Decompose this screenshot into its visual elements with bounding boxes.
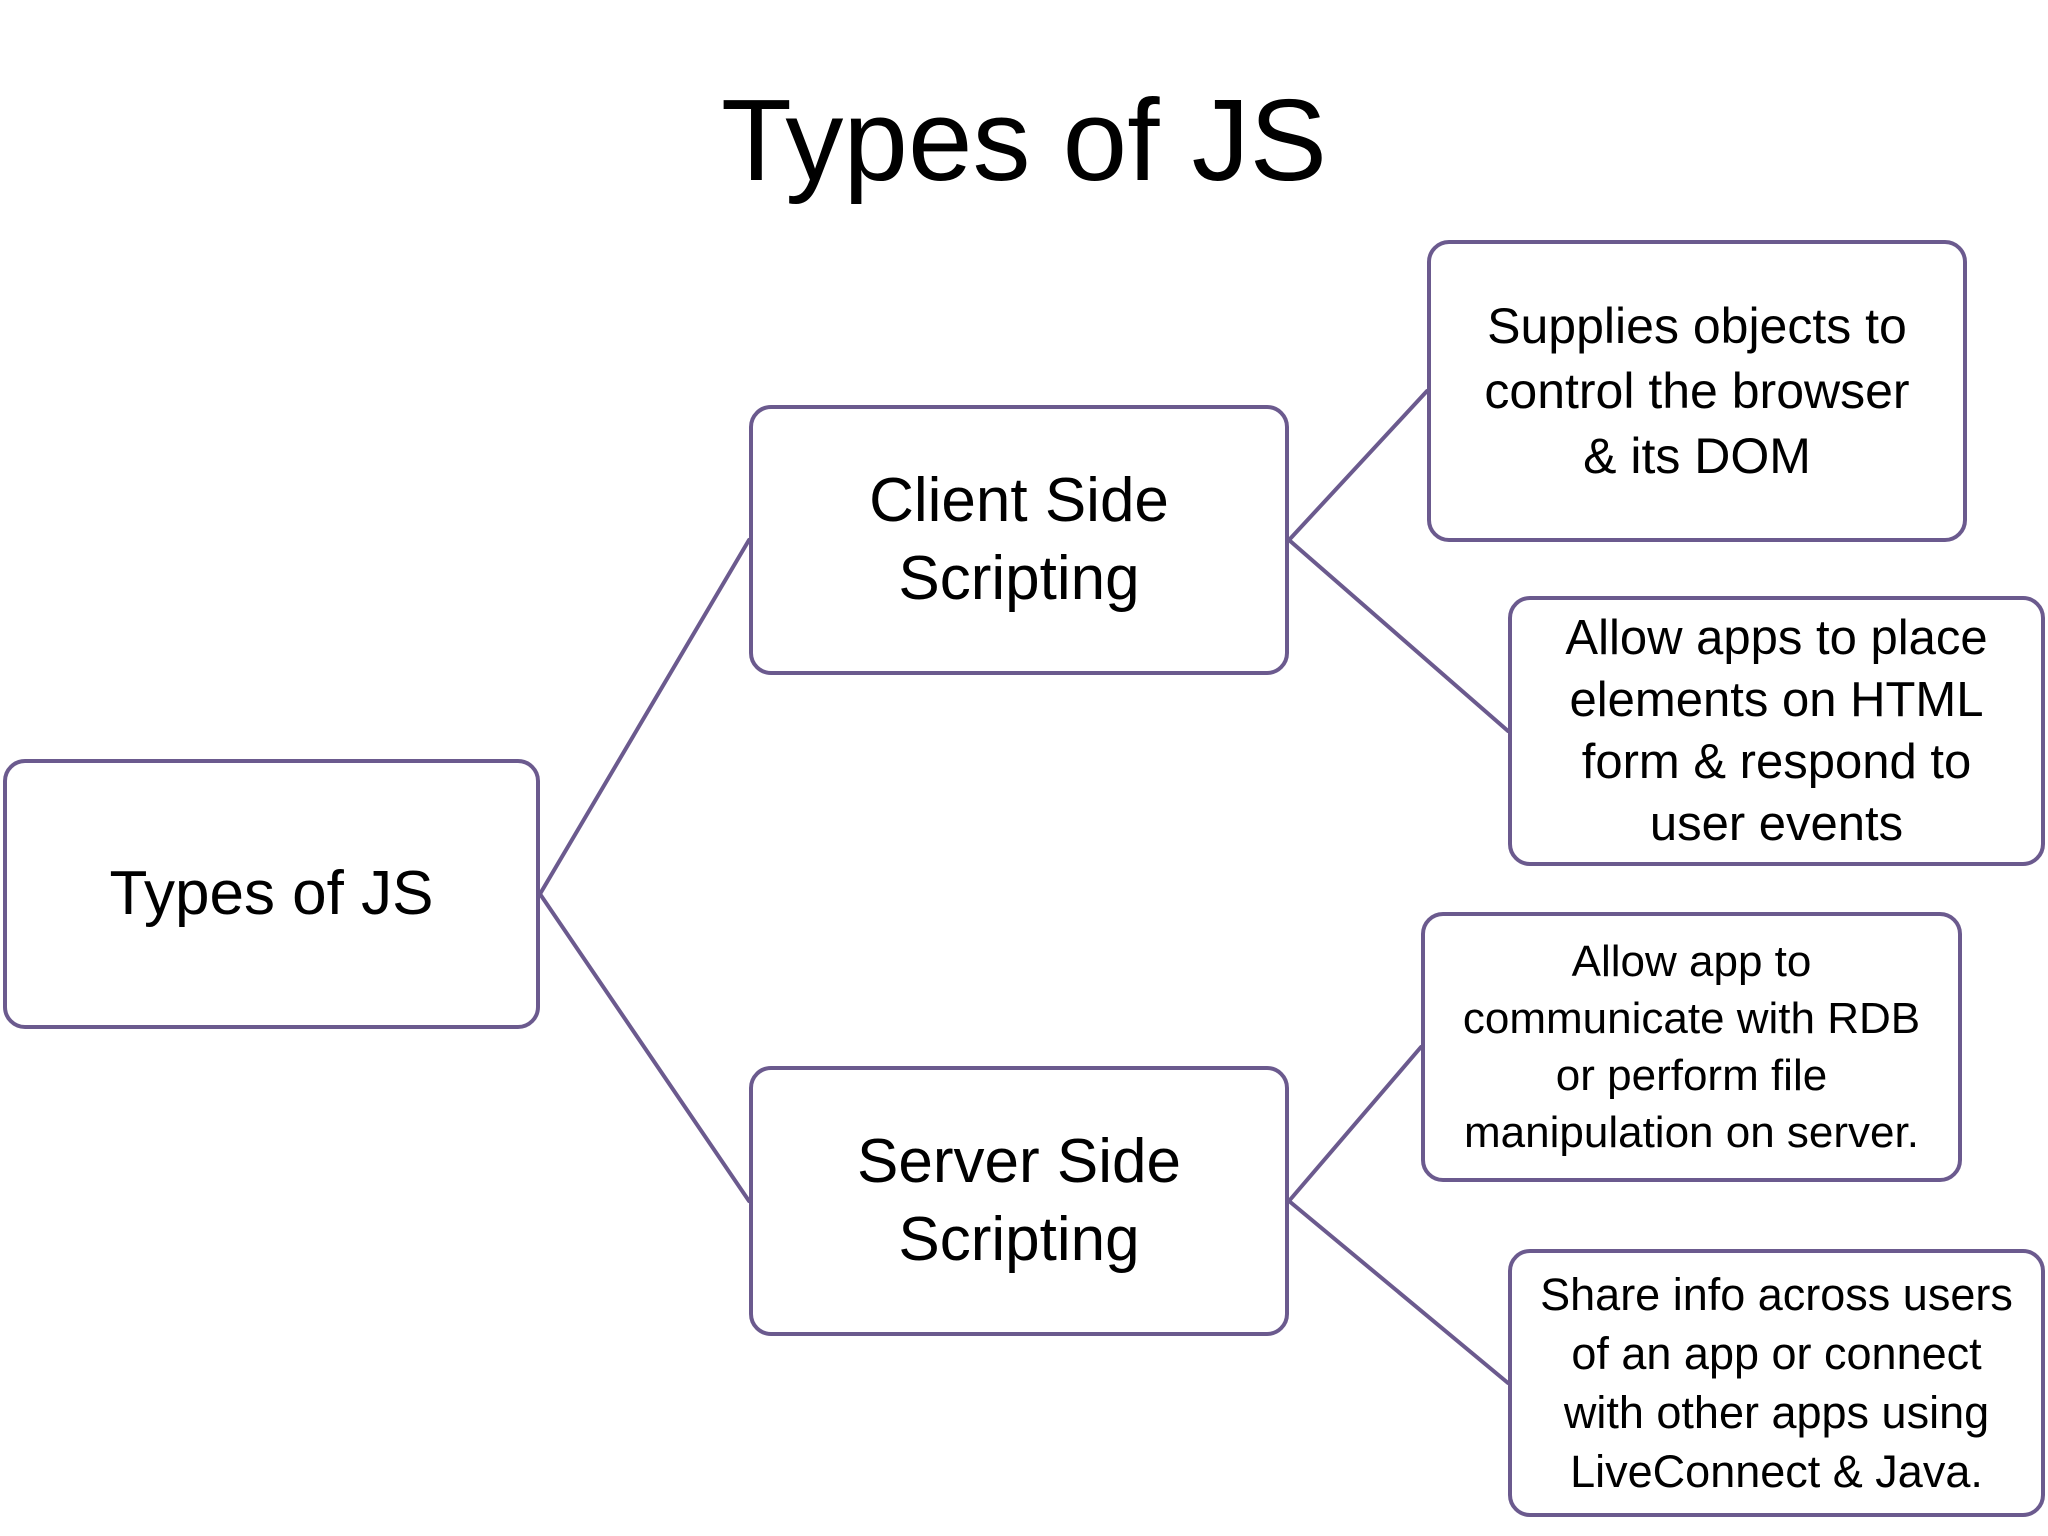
root-node-label: Types of JS <box>109 859 434 928</box>
server-detail-rdb-label: Allow app to communicate with RDB or per… <box>1462 937 1921 1157</box>
client-side-node-label: Client Side Scripting <box>869 466 1169 613</box>
connector-root-to-server <box>538 892 751 1203</box>
client-side-node: Client Side Scripting <box>749 405 1289 675</box>
server-side-node: Server Side Scripting <box>749 1066 1289 1336</box>
client-detail-browser-node: Supplies objects to control the browser … <box>1427 240 1967 542</box>
slide-title: Types of JS <box>720 75 1328 205</box>
connector-root-to-client <box>538 538 751 896</box>
root-node: Types of JS <box>3 759 540 1029</box>
server-detail-share-node: Share info across users of an app or con… <box>1508 1249 2045 1517</box>
server-detail-rdb-node: Allow app to communicate with RDB or per… <box>1421 912 1962 1182</box>
client-detail-events-node: Allow apps to place elements on HTML for… <box>1508 596 2045 866</box>
client-detail-browser-label: Supplies objects to control the browser … <box>1484 297 1910 484</box>
server-detail-share-label: Share info across users of an app or con… <box>1540 1269 2013 1497</box>
connector-server-to-detail-2 <box>1287 1199 1510 1385</box>
connector-server-to-detail-1 <box>1287 1045 1423 1203</box>
connector-client-to-detail-2 <box>1287 538 1510 733</box>
client-detail-events-label: Allow apps to place elements on HTML for… <box>1565 611 1988 851</box>
server-side-node-label: Server Side Scripting <box>857 1127 1181 1274</box>
connector-client-to-detail-1 <box>1287 389 1429 542</box>
